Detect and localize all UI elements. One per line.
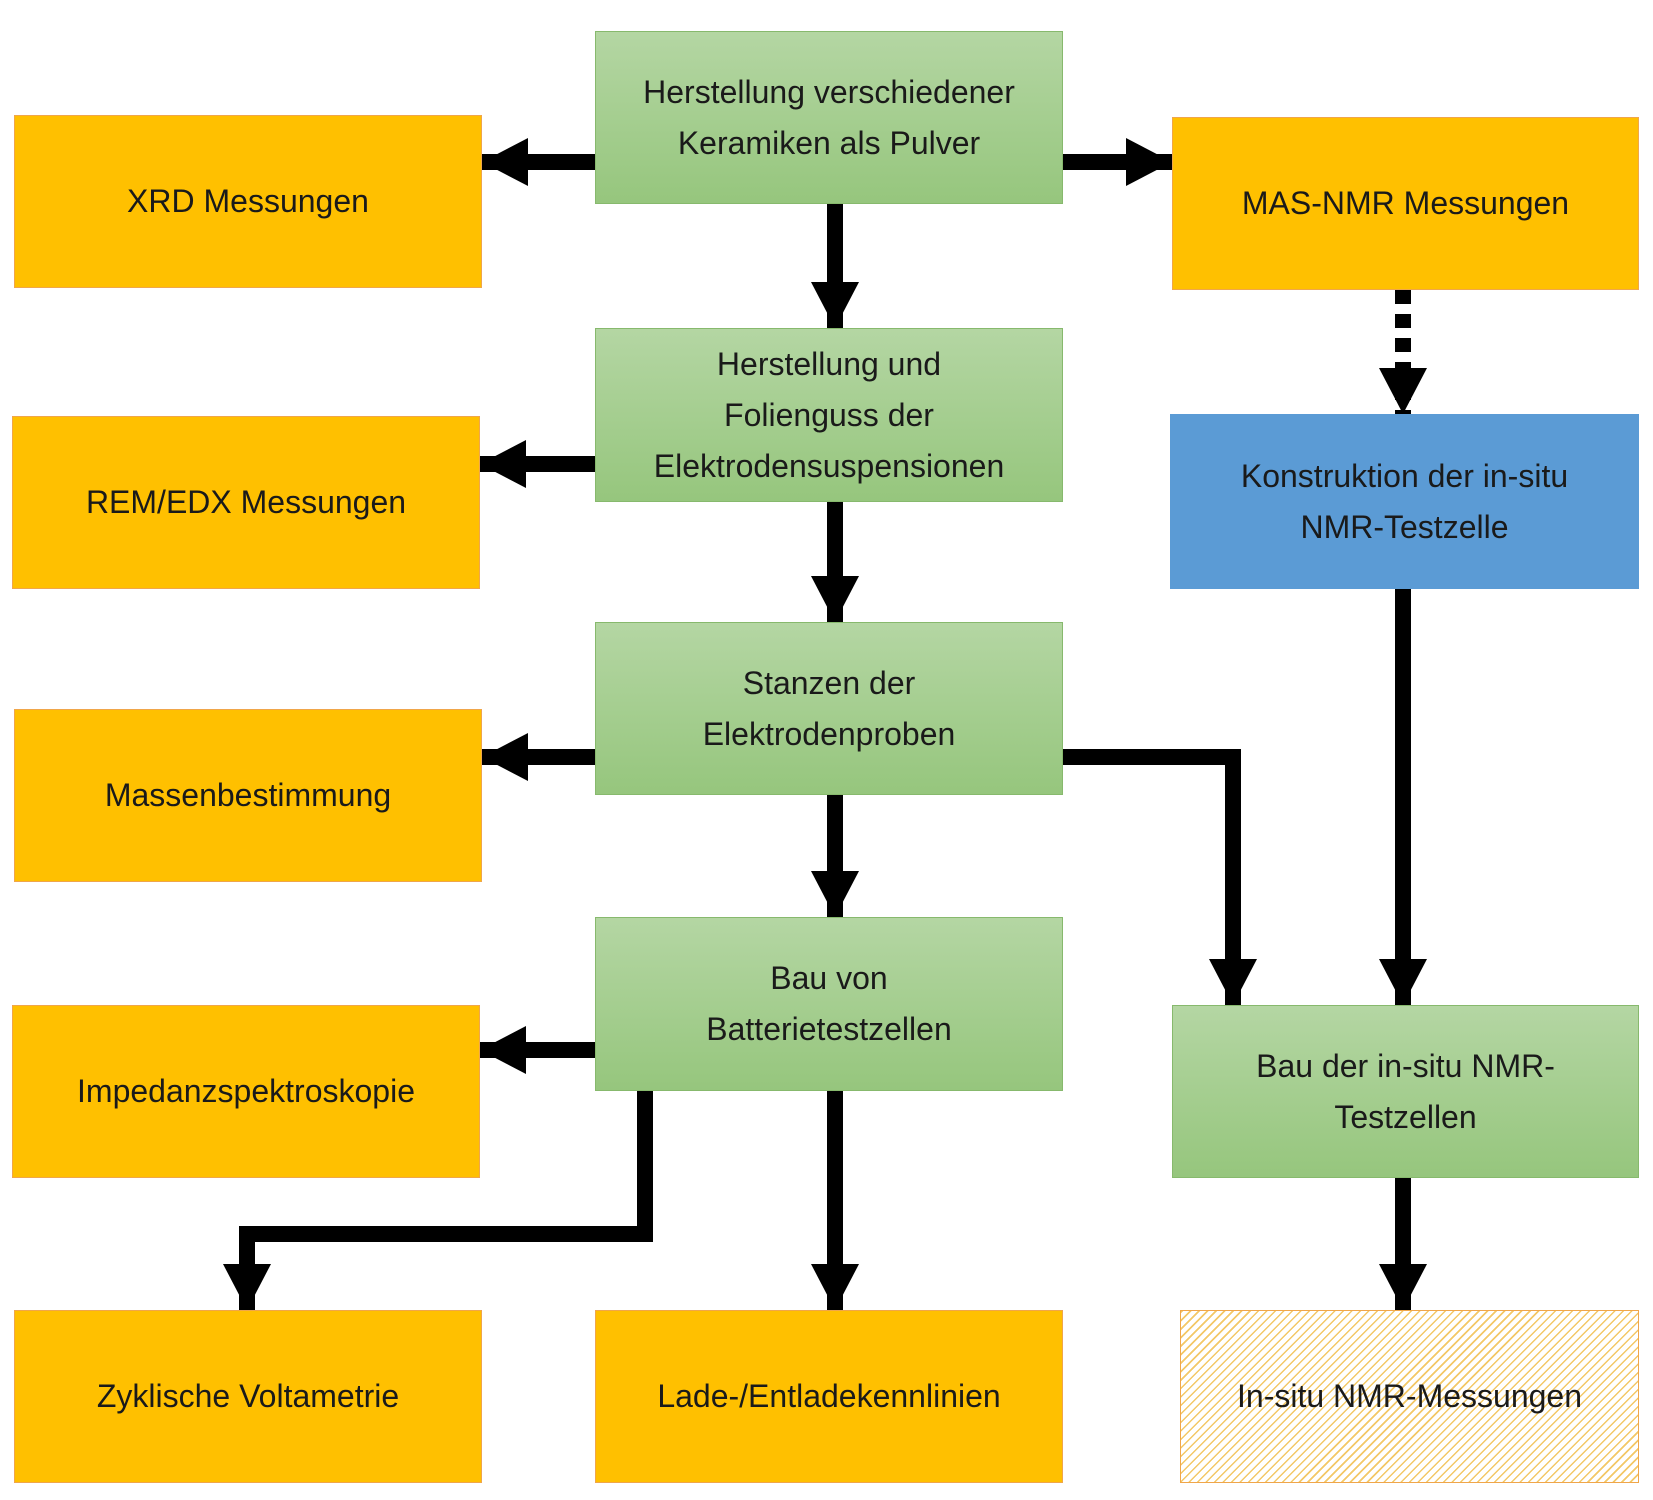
- measure-cyclic-voltammetry: Zyklische Voltametrie: [14, 1310, 482, 1483]
- measure-xrd: XRD Messungen: [14, 115, 482, 288]
- measure-mass: Massenbestimmung: [14, 709, 482, 882]
- step-battery-test-cells: Bau von Batterietestzellen: [595, 917, 1063, 1091]
- step-electrode-suspension-label: Herstellung und Folienguss der Elektrode…: [653, 345, 1005, 484]
- measure-charge-discharge-label: Lade-/Entladekennlinien: [657, 1378, 1001, 1414]
- step-ceramics-powder-label: Herstellung verschiedener Keramiken als …: [643, 73, 1015, 161]
- measure-xrd-label: XRD Messungen: [127, 183, 369, 219]
- measure-insitu-nmr-label: In-situ NMR-Messungen: [1237, 1378, 1582, 1414]
- measure-mas-nmr: MAS-NMR Messungen: [1172, 117, 1639, 290]
- arrow-punching-to-insitu-cells: [1063, 749, 1257, 1005]
- measure-insitu-nmr: In-situ NMR-Messungen: [1180, 1310, 1639, 1483]
- step-punching-label: Stanzen der Elektrodenproben: [702, 664, 956, 752]
- measure-rem-edx: REM/EDX Messungen: [12, 416, 480, 589]
- step-insitu-cell-construction: Konstruktion der in-situ NMR-Testzelle: [1170, 414, 1639, 589]
- measure-charge-discharge: Lade-/Entladekennlinien: [595, 1310, 1063, 1483]
- step-electrode-suspension: Herstellung und Folienguss der Elektrode…: [595, 328, 1063, 502]
- measure-impedance-label: Impedanzspektroskopie: [77, 1073, 415, 1109]
- step-battery-test-cells-label: Bau von Batterietestzellen: [706, 960, 952, 1047]
- measure-mas-nmr-label: MAS-NMR Messungen: [1241, 185, 1570, 221]
- measure-mass-label: Massenbestimmung: [104, 777, 392, 813]
- arrow-battery-cells-to-cv: [223, 1091, 653, 1310]
- step-punching: Stanzen der Elektrodenproben: [595, 622, 1063, 795]
- step-insitu-test-cells-label: Bau der in-situ NMR- Testzellen: [1256, 1047, 1555, 1135]
- step-insitu-cell-construction-label: Konstruktion der in-situ NMR-Testzelle: [1240, 457, 1569, 545]
- step-ceramics-powder: Herstellung verschiedener Keramiken als …: [595, 31, 1063, 204]
- measure-cyclic-voltammetry-label: Zyklische Voltametrie: [96, 1378, 400, 1414]
- step-insitu-test-cells: Bau der in-situ NMR- Testzellen: [1172, 1005, 1639, 1178]
- measure-rem-edx-label: REM/EDX Messungen: [85, 484, 407, 520]
- measure-impedance: Impedanzspektroskopie: [12, 1005, 480, 1178]
